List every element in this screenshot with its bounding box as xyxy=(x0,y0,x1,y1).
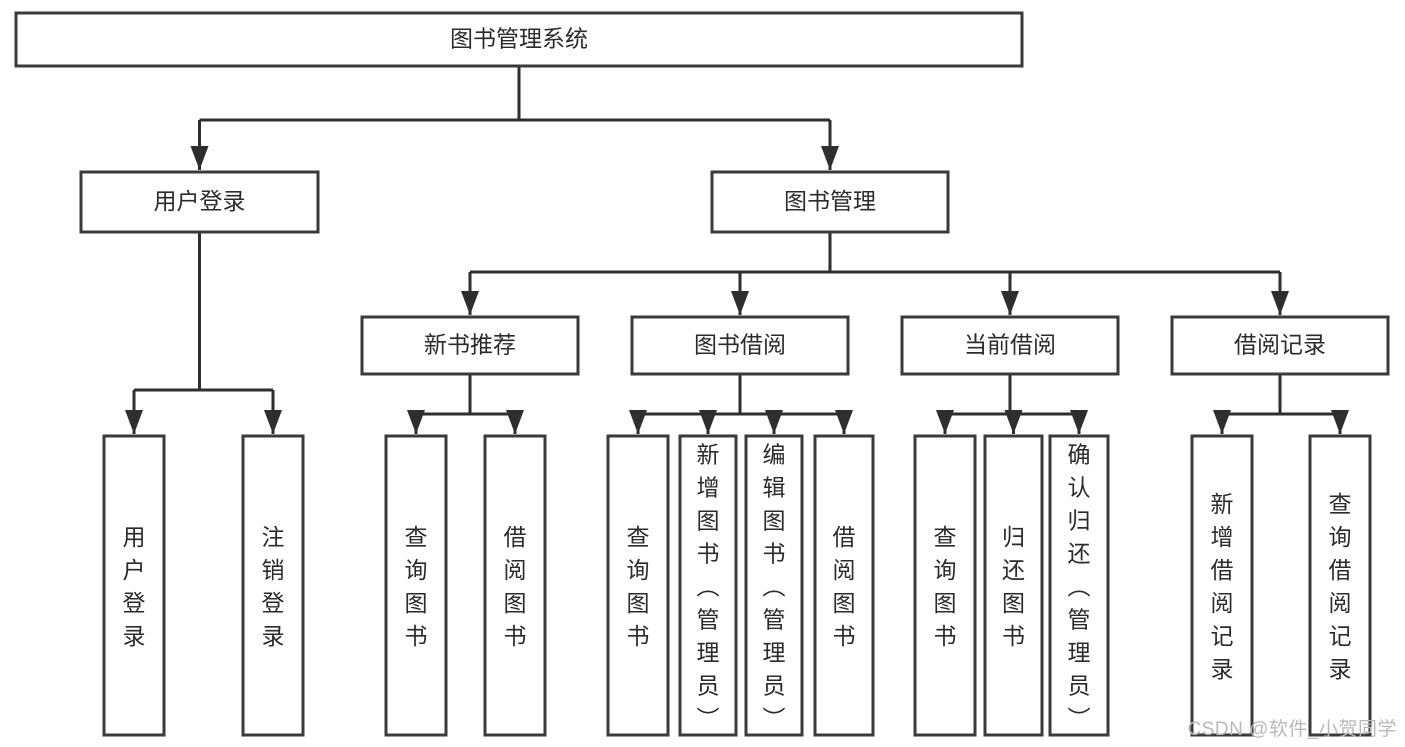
node-box-user-login[interactable] xyxy=(79,170,320,234)
node-label-leaf-query-borrow-record: 查询借阅记录 xyxy=(1329,491,1352,682)
node-label-leaf-add-borrow-record: 新增借阅记录 xyxy=(1211,491,1234,682)
arrow-to-leaf-edit-book-admin xyxy=(765,410,783,434)
node-leaf-borrow-book-2[interactable]: 借阅图书 xyxy=(813,434,875,737)
node-label-user-login: 用户登录 xyxy=(154,188,246,214)
node-label-leaf-return-book: 归还图书 xyxy=(1002,524,1025,649)
node-box-leaf-query-book-2[interactable] xyxy=(606,434,670,737)
node-leaf-query-book-1[interactable]: 查询图书 xyxy=(384,434,448,737)
node-box-leaf-edit-book-admin[interactable] xyxy=(744,434,804,737)
node-label-leaf-confirm-return-admin: 确认归还︵管理员︶ xyxy=(1068,442,1091,732)
node-borrow-record[interactable]: 借阅记录 xyxy=(1170,315,1390,376)
arrow-to-new-book-recommend xyxy=(461,291,479,315)
arrow-to-leaf-borrow-book-1 xyxy=(506,410,524,434)
arrow-to-leaf-borrow-book-2 xyxy=(835,410,853,434)
node-box-leaf-user-logout[interactable] xyxy=(241,434,305,737)
arrow-to-user-login xyxy=(190,146,209,170)
node-box-book-manage[interactable] xyxy=(710,170,950,234)
node-box-leaf-add-book-admin[interactable] xyxy=(678,434,738,737)
arrow-to-leaf-return-book xyxy=(1004,410,1023,434)
node-leaf-query-book-3[interactable]: 查询图书 xyxy=(913,434,977,737)
node-label-current-borrow: 当前借阅 xyxy=(964,332,1056,358)
arrow-to-borrow-record xyxy=(1271,291,1289,315)
node-box-leaf-query-book-3[interactable] xyxy=(913,434,977,737)
node-book-borrow[interactable]: 图书借阅 xyxy=(630,315,850,376)
node-box-current-borrow[interactable] xyxy=(900,315,1120,376)
node-label-leaf-query-book-1: 查询图书 xyxy=(405,524,428,649)
node-label-leaf-borrow-book-2: 借阅图书 xyxy=(833,524,856,649)
node-book-manage[interactable]: 图书管理 xyxy=(710,170,950,234)
node-leaf-user-login[interactable]: 用户登录 xyxy=(102,434,166,737)
node-leaf-return-book[interactable]: 归还图书 xyxy=(983,434,1044,737)
arrow-to-book-borrow xyxy=(731,291,749,315)
node-label-leaf-edit-book-admin: 编辑图书︵管理员︶ xyxy=(763,442,786,732)
node-box-leaf-borrow-book-1[interactable] xyxy=(483,434,547,737)
node-label-new-book-recommend: 新书推荐 xyxy=(424,332,516,358)
node-new-book-recommend[interactable]: 新书推荐 xyxy=(360,315,580,376)
node-label-root: 图书管理系统 xyxy=(450,26,588,52)
node-label-borrow-record: 借阅记录 xyxy=(1234,332,1326,358)
node-label-leaf-add-book-admin: 新增图书︵管理员︶ xyxy=(697,442,720,732)
node-leaf-confirm-return-admin[interactable]: 确认归还︵管理员︶ xyxy=(1048,434,1110,737)
node-leaf-add-book-admin[interactable]: 新增图书︵管理员︶ xyxy=(678,434,738,737)
node-box-leaf-query-borrow-record[interactable] xyxy=(1308,434,1372,737)
arrow-to-leaf-query-book-3 xyxy=(936,410,954,434)
arrow-to-leaf-confirm-return-admin xyxy=(1070,410,1088,434)
node-box-leaf-query-book-1[interactable] xyxy=(384,434,448,737)
arrow-to-leaf-add-borrow-record xyxy=(1213,410,1231,434)
node-user-login[interactable]: 用户登录 xyxy=(79,170,320,234)
node-leaf-borrow-book-1[interactable]: 借阅图书 xyxy=(483,434,547,737)
connector-layer xyxy=(125,66,1349,434)
node-leaf-edit-book-admin[interactable]: 编辑图书︵管理员︶ xyxy=(744,434,804,737)
node-label-leaf-user-logout: 注销登录 xyxy=(262,524,285,649)
node-box-root[interactable] xyxy=(14,11,1024,68)
arrow-to-leaf-add-book-admin xyxy=(699,410,717,434)
node-label-leaf-user-login: 用户登录 xyxy=(123,524,146,649)
arrow-to-leaf-user-logout xyxy=(264,410,282,434)
arrow-to-leaf-query-book-2 xyxy=(629,410,647,434)
node-layer: 图书管理系统用户登录图书管理新书推荐图书借阅当前借阅借阅记录用户登录注销登录查询… xyxy=(14,11,1390,737)
arrow-to-current-borrow xyxy=(1001,291,1019,315)
node-label-book-manage: 图书管理 xyxy=(784,188,876,214)
node-leaf-query-book-2[interactable]: 查询图书 xyxy=(606,434,670,737)
node-leaf-query-borrow-record[interactable]: 查询借阅记录 xyxy=(1308,434,1372,737)
node-box-leaf-return-book[interactable] xyxy=(983,434,1044,737)
node-current-borrow[interactable]: 当前借阅 xyxy=(900,315,1120,376)
node-box-leaf-add-borrow-record[interactable] xyxy=(1190,434,1254,737)
arrow-to-leaf-query-borrow-record xyxy=(1331,410,1349,434)
arrow-to-leaf-user-login xyxy=(125,410,143,434)
node-box-new-book-recommend[interactable] xyxy=(360,315,580,376)
arrow-to-leaf-query-book-1 xyxy=(407,410,425,434)
node-root[interactable]: 图书管理系统 xyxy=(14,11,1024,68)
node-box-book-borrow[interactable] xyxy=(630,315,850,376)
node-box-borrow-record[interactable] xyxy=(1170,315,1390,376)
node-label-leaf-query-book-2: 查询图书 xyxy=(627,524,650,649)
node-leaf-user-logout[interactable]: 注销登录 xyxy=(241,434,305,737)
node-box-leaf-borrow-book-2[interactable] xyxy=(813,434,875,737)
node-label-book-borrow: 图书借阅 xyxy=(694,332,786,358)
node-leaf-add-borrow-record[interactable]: 新增借阅记录 xyxy=(1190,434,1254,737)
arrow-to-book-manage xyxy=(821,146,839,170)
node-label-leaf-borrow-book-1: 借阅图书 xyxy=(504,524,527,649)
node-box-leaf-user-login[interactable] xyxy=(102,434,166,737)
node-box-leaf-confirm-return-admin[interactable] xyxy=(1048,434,1110,737)
node-label-leaf-query-book-3: 查询图书 xyxy=(934,524,957,649)
